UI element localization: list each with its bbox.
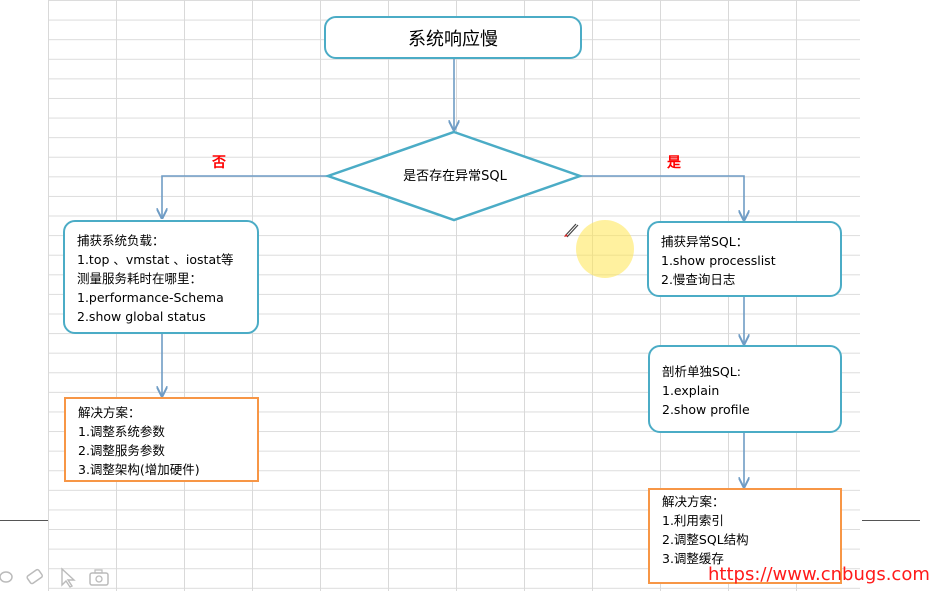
node-line: 1.explain: [662, 383, 720, 398]
cursor-highlight: [576, 220, 634, 278]
annotation-toolbar: [0, 565, 130, 589]
edge-label-yes: 是: [667, 155, 681, 171]
node-line: 2.show global status: [77, 309, 206, 324]
right-capture-node: 捕获异常SQL： 1.show processlist 2.慢查询日志: [647, 221, 842, 297]
pen-icon: [564, 223, 579, 238]
right-divider-line: [862, 520, 920, 521]
camera-icon[interactable]: [89, 569, 109, 586]
node-line: 1.利用索引: [662, 513, 724, 528]
start-node-label: 系统响应慢: [408, 28, 498, 50]
right-solution-node: 解决方案： 1.利用索引 2.调整SQL结构 3.调整缓存: [648, 488, 842, 584]
lasso-icon[interactable]: [0, 571, 13, 583]
node-line: 3.调整缓存: [662, 551, 724, 566]
node-line: 捕获异常SQL：: [661, 234, 749, 249]
left-capture-node: 捕获系统负载： 1.top 、vmstat 、iostat等 测量服务耗时在哪里…: [63, 220, 259, 334]
pointer-icon[interactable]: [61, 567, 76, 588]
node-line: 1.show processlist: [661, 253, 776, 268]
node-line: 1.调整系统参数: [78, 424, 165, 439]
node-line: 3.调整架构(增加硬件): [78, 462, 200, 477]
node-line: 测量服务耗时在哪里：: [77, 271, 203, 286]
edge-label-no: 否: [212, 155, 226, 171]
node-line: 1.performance-Schema: [77, 290, 224, 305]
node-line: 解决方案：: [78, 405, 141, 420]
right-analyze-node: 剖析单独SQL: 1.explain 2.show profile: [648, 345, 842, 433]
left-divider-line: [0, 520, 48, 521]
node-line: 解决方案：: [662, 494, 725, 509]
node-line: 剖析单独SQL:: [662, 364, 741, 379]
node-line: 捕获系统负载：: [77, 233, 165, 248]
eraser-icon[interactable]: [26, 568, 43, 585]
node-line: 1.top 、vmstat 、iostat等: [77, 252, 234, 267]
node-line: 2.调整SQL结构: [662, 532, 749, 547]
start-node: 系统响应慢: [324, 16, 582, 59]
node-line: 2.调整服务参数: [78, 443, 165, 458]
watermark: https://www.cnbugs.com: [708, 564, 930, 585]
decision-label: 是否存在异常SQL: [403, 169, 507, 184]
left-solution-node: 解决方案： 1.调整系统参数 2.调整服务参数 3.调整架构(增加硬件): [64, 397, 259, 482]
node-line: 2.show profile: [662, 402, 750, 417]
node-line: 2.慢查询日志: [661, 272, 736, 287]
